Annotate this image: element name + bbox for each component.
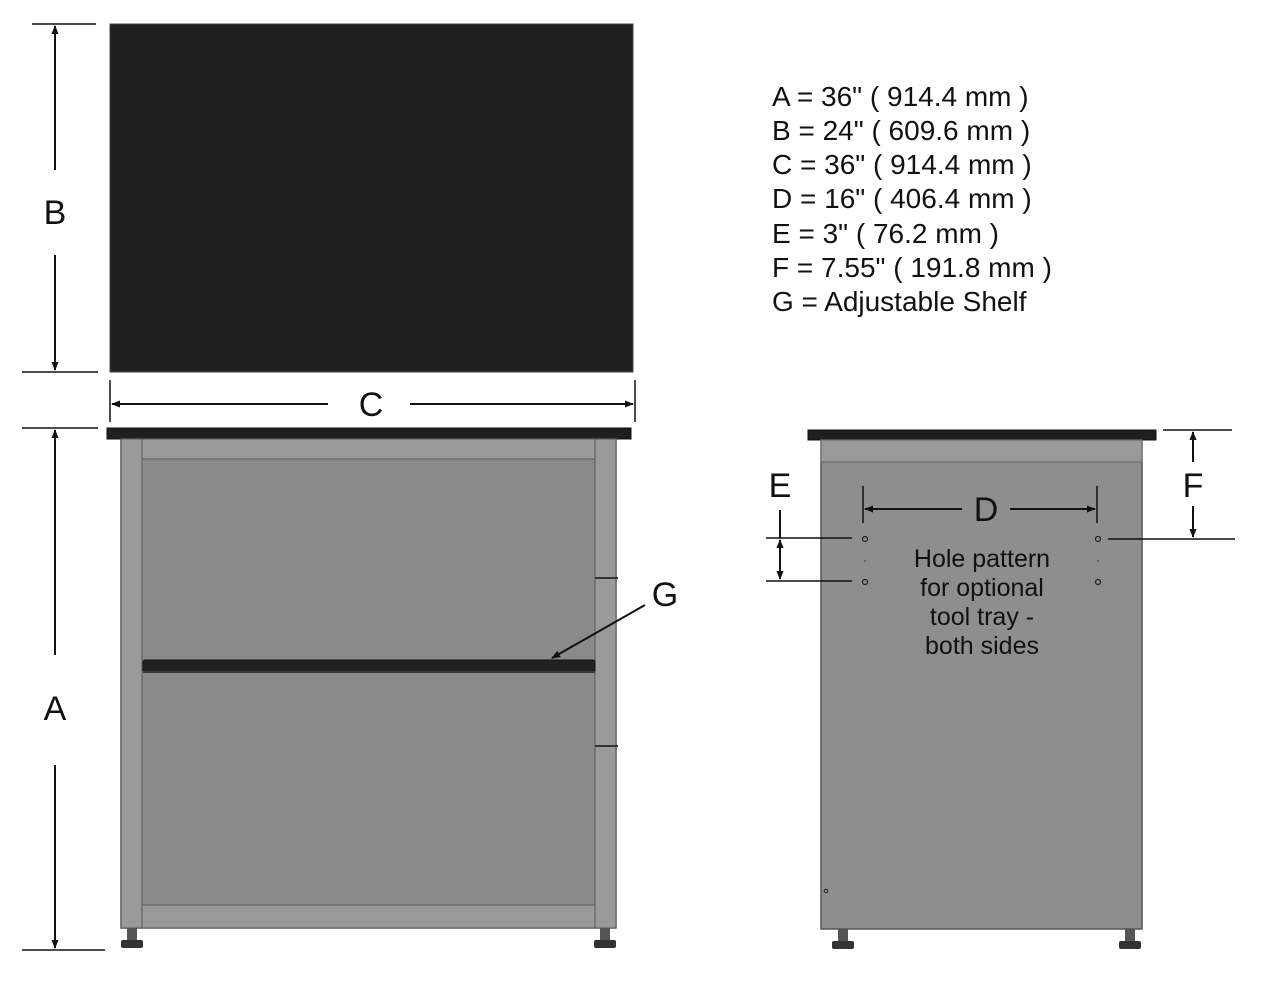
- side-leveling-foot-right: [1119, 929, 1141, 949]
- top-view: [109, 23, 634, 373]
- dimension-c: C: [109, 380, 636, 424]
- dimension-e: E: [766, 467, 852, 582]
- dimension-b-label: B: [44, 194, 67, 232]
- hole-pattern-note: Hole pattern for optional tool tray - bo…: [914, 545, 1050, 660]
- dimension-spec-list: A = 36" ( 914.4 mm ) B = 24" ( 609.6 mm …: [772, 81, 1052, 317]
- note-line-2: for optional: [920, 574, 1044, 602]
- dimension-b: B: [22, 23, 98, 373]
- callout-g: G: [551, 576, 678, 659]
- adjustable-shelf: [142, 659, 596, 673]
- side-view: [807, 429, 1157, 949]
- spec-b: B = 24" ( 609.6 mm ): [772, 115, 1030, 146]
- dimension-a-label: A: [44, 690, 67, 728]
- note-line-3: tool tray -: [930, 603, 1034, 631]
- front-view: [106, 427, 632, 948]
- spec-d: D = 16" ( 406.4 mm ): [772, 183, 1032, 214]
- side-cabinet-body: [820, 439, 1143, 930]
- spec-c: C = 36" ( 914.4 mm ): [772, 149, 1032, 180]
- tool-tray-holes-right: [1094, 535, 1102, 586]
- leveling-foot-right: [594, 928, 616, 948]
- leveling-foot-left: [121, 928, 143, 948]
- dimension-a: A: [22, 427, 105, 951]
- worktop-front-edge: [106, 427, 632, 440]
- note-line-4: both sides: [925, 632, 1039, 660]
- dimension-d: D: [862, 486, 1098, 529]
- dimension-f-label: F: [1183, 467, 1204, 505]
- dimension-d-label: D: [974, 491, 999, 529]
- dimension-e-label: E: [769, 467, 792, 505]
- spec-g: G = Adjustable Shelf: [772, 286, 1027, 317]
- dimension-f: F: [1108, 429, 1235, 540]
- spec-f: F = 7.55" ( 191.8 mm ): [772, 252, 1052, 283]
- note-line-1: Hole pattern: [914, 545, 1050, 573]
- worktop-side-edge: [807, 429, 1157, 441]
- spec-e: E = 3" ( 76.2 mm ): [772, 218, 999, 249]
- worktop-top-view: [109, 23, 634, 373]
- tool-tray-holes-left: [861, 535, 869, 586]
- dimension-c-label: C: [359, 386, 384, 424]
- spec-a: A = 36" ( 914.4 mm ): [772, 81, 1029, 112]
- side-leveling-foot-left: [832, 929, 854, 949]
- callout-g-label: G: [652, 576, 678, 614]
